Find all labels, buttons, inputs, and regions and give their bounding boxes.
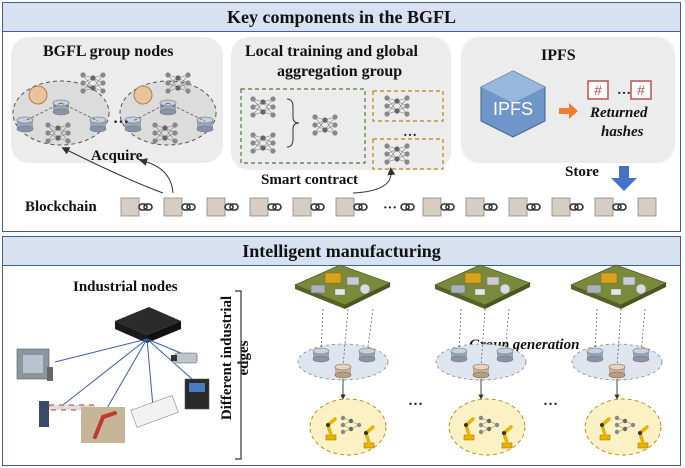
panel-title: Key components in the BGFL [3, 3, 680, 32]
training-ellipsis: … [403, 125, 417, 140]
camera-icon [171, 352, 198, 364]
hash-box [630, 80, 652, 100]
blockchain: ··· [120, 197, 657, 217]
aggregation-box [372, 90, 444, 122]
manufacturing-panel: Intelligent manufacturing Industrial nod… [2, 236, 681, 466]
meter-icon [184, 378, 210, 410]
hash-ellipsis: … [617, 83, 631, 98]
barrier-icon [130, 395, 179, 428]
robot-arm-icon [81, 407, 125, 443]
training-box [231, 37, 451, 170]
returned-hashes-line2: hashes [601, 124, 644, 140]
store-arrow [611, 166, 637, 191]
ellipsis: … [408, 393, 423, 409]
brain-icon [133, 85, 153, 105]
edge-column-3 [570, 264, 667, 456]
hash-symbol: # [637, 82, 645, 98]
barrier-gate-icon [39, 401, 96, 427]
ellipsis: … [543, 393, 558, 409]
node-cluster-right [119, 71, 217, 146]
chain-ellipsis: ··· [383, 201, 397, 216]
acquire-label: Acquire [91, 148, 143, 164]
training-title-line2: aggregation group [277, 63, 403, 80]
bottom-panel-graphics: … … [16, 264, 667, 460]
top-panel-graphics: … … IPFS # … # [12, 70, 657, 217]
group-nodes-title: BGFL group nodes [43, 43, 174, 60]
ipfs-cube-icon: IPFS [480, 70, 546, 138]
local-training-box [240, 88, 366, 164]
ipfs-logo-text: IPFS [493, 99, 533, 119]
edge-column-2 [434, 264, 531, 456]
node-cluster-left [12, 71, 110, 146]
circuit-board-icon [434, 264, 531, 310]
training-title-line1: Local training and global [245, 43, 418, 60]
group-nodes-ellipsis: … [113, 110, 129, 127]
hash-symbol: # [594, 82, 602, 98]
returned-hashes-line1: Returned [590, 105, 648, 121]
smart-contract-label: Smart contract [261, 172, 359, 188]
circuit-board-icon [570, 264, 667, 310]
router-icon [115, 307, 181, 343]
edge-column-1 [294, 264, 391, 456]
brain-icon [28, 85, 48, 105]
industrial-nodes-label: Industrial nodes [73, 279, 178, 295]
turnstile-icon [16, 348, 53, 381]
aggregation-box [372, 138, 444, 170]
circuit-board-icon [294, 264, 391, 310]
bgfl-components-panel: Key components in the BGFL BGFL group no… [2, 2, 681, 232]
blockchain-label: Blockchain [25, 199, 97, 215]
store-label: Store [565, 164, 599, 180]
hash-box [587, 80, 609, 100]
ipfs-arrow [559, 103, 578, 119]
ipfs-title: IPFS [541, 47, 576, 64]
network-links [54, 338, 202, 416]
